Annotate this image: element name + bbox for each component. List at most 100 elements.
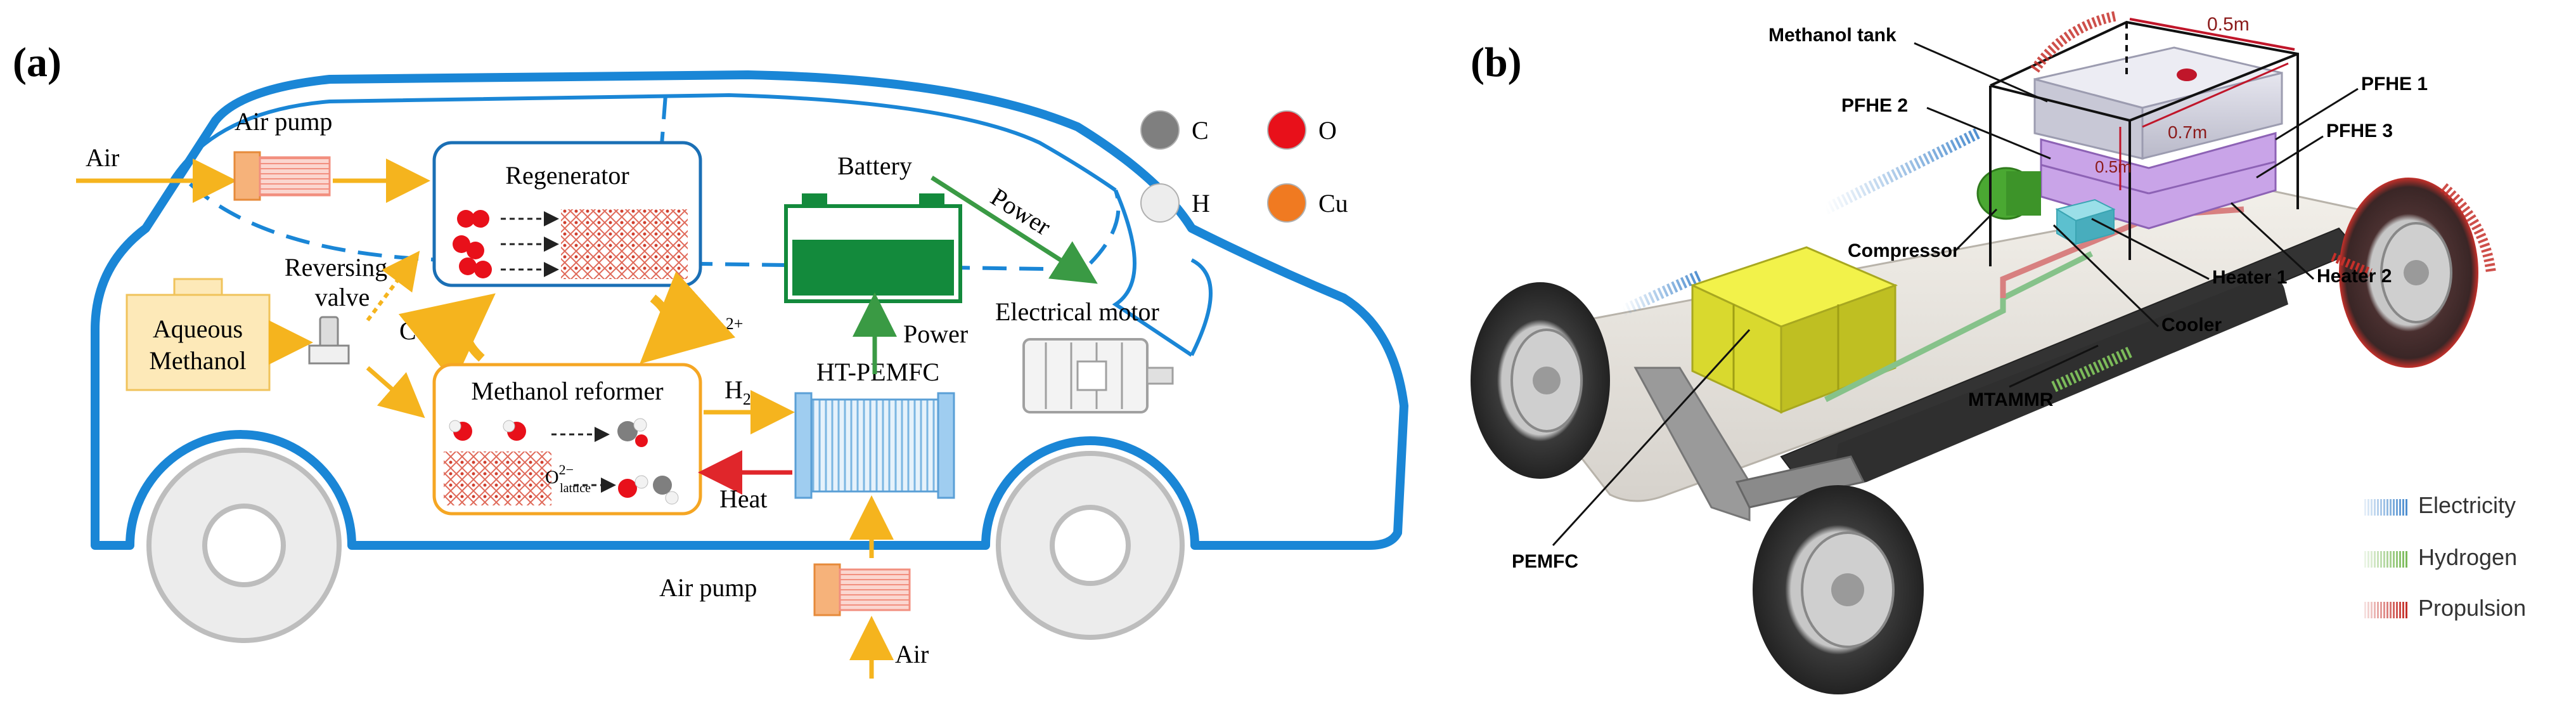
dim-07-label: 0.7m [2168, 122, 2207, 142]
dim-line-top [2129, 18, 2295, 51]
pfhe3-leader [2256, 135, 2324, 179]
methanol-tank-icon [126, 278, 271, 391]
panel-a-label: (a) [13, 39, 61, 86]
flow-legend-swatch [2390, 499, 2392, 516]
cooler-label: Cooler [2161, 315, 2222, 335]
ht-pemfc-icon [794, 392, 955, 499]
dim-05b-label: 0.5m [2095, 157, 2132, 176]
chassis-floor [1516, 189, 2369, 502]
air-bottom-label: Air [895, 640, 929, 668]
flow-legend-swatch [2386, 551, 2388, 568]
battery-icon [784, 193, 962, 303]
regenerator-reaction [453, 209, 688, 279]
power-up-label: Power [903, 320, 968, 348]
flow-legend-swatch [2396, 551, 2398, 568]
flow-legend-swatch [2364, 602, 2366, 618]
panel-b: (b) [1471, 11, 2526, 694]
flow-legend-swatch [2383, 551, 2385, 568]
flow-legend-swatch [2390, 551, 2392, 568]
atom-legend-swatch [1267, 183, 1306, 223]
propulsion-flow [2331, 252, 2373, 277]
flow-legend-swatch [2380, 602, 2382, 618]
air-pump-bottom-icon [813, 563, 911, 616]
flow-legend-swatch [2405, 551, 2407, 568]
pfhe1-leader [2275, 88, 2359, 141]
flow-legend-swatch [2402, 551, 2404, 568]
flow-legend-swatch [2399, 499, 2401, 516]
hydrogen-pipe [1824, 250, 2094, 403]
pfhe2-leader [1926, 107, 2051, 160]
front-right-wheel [1753, 485, 1924, 694]
flow-legend-swatch [2386, 499, 2388, 516]
flow-legend-swatch [2390, 602, 2392, 618]
air-pump-top-label: Air pump [235, 107, 332, 136]
compressor-block [1976, 167, 2041, 220]
valve-to-regenerator-arrow [366, 250, 420, 322]
flow-legend-swatch [2367, 499, 2369, 516]
methanol-reformer-label: Methanol reformer [471, 377, 663, 405]
flow-legend-swatch [2380, 551, 2382, 568]
compressor-label: Compressor [1848, 240, 1960, 261]
flow-legend-swatch [2399, 602, 2401, 618]
o-lattice-label: O2−lattice [545, 462, 591, 495]
dash-curve [1190, 258, 1213, 356]
flow-legend-swatch [2393, 499, 2395, 516]
electrical-motor-icon [1022, 338, 1174, 413]
pfhe1-label: PFHE 1 [2361, 74, 2428, 94]
mtammr-leader [2009, 344, 2099, 388]
atom-legend-swatch [1140, 110, 1180, 150]
pemfc-leader [1552, 328, 1751, 547]
flow-legend-swatch [2364, 499, 2366, 516]
atom-legend-label: H [1192, 189, 1210, 218]
methanol-tank-label: Methanol tank [1768, 25, 1897, 46]
electricity-flow-2 [1620, 270, 1701, 316]
regenerator-label: Regenerator [505, 161, 629, 190]
dim-line-mid [2142, 62, 2289, 128]
atom-legend-label: C [1192, 116, 1209, 145]
flow-legend-swatch [2383, 499, 2385, 516]
air-pump-top-icon [233, 151, 331, 201]
heater1-block [2055, 198, 2116, 245]
atom-legend-label: Cu [1318, 189, 1348, 218]
flow-legend-swatch [2374, 499, 2376, 516]
compressor-leader [1954, 208, 1998, 252]
aqueous-label-1: Aqueous [153, 315, 243, 343]
flow-legend-swatch [2396, 499, 2398, 516]
flow-legend-swatch [2386, 602, 2388, 618]
front-suspension [1633, 367, 1865, 522]
flow-legend-swatch [2399, 551, 2401, 568]
roof-line [169, 93, 1117, 192]
air-pump-bottom-label: Air pump [659, 573, 757, 602]
heater1-label: Heater 1 [2212, 267, 2287, 288]
flow-legend-swatch [2371, 602, 2373, 618]
electrical-motor-label: Electrical motor [995, 297, 1159, 326]
cu-label: Cu [399, 316, 429, 345]
flow-legend-swatch [2405, 602, 2407, 618]
mtammr-tube [1835, 277, 2288, 484]
aqueous-label-2: Methanol [149, 346, 246, 375]
heater1-leader [2091, 218, 2210, 280]
atom-legend: C O H Cu [1140, 110, 1348, 223]
flow-legend-swatch [2367, 602, 2369, 618]
flow-legend-swatch [2374, 551, 2376, 568]
pemfc-label: PEMFC [1512, 551, 1578, 572]
methanol-reformer-reaction: O2−lattice [444, 418, 679, 505]
mtammr-label: MTAMMR [1968, 389, 2054, 410]
flow-legend-label: Electricity [2418, 492, 2516, 518]
flow-legend-swatch [2364, 551, 2366, 568]
valve-to-reformer-arrow [366, 366, 425, 419]
heater2-leader [2230, 202, 2315, 280]
atom-legend-swatch [1267, 110, 1306, 150]
pemfc-block [1689, 246, 1898, 414]
propulsion-arc-rear [2440, 183, 2496, 274]
methanol-tank-leader [1914, 42, 2048, 103]
flow-legend-swatch [2393, 551, 2395, 568]
air-in-label: Air [86, 143, 119, 172]
atom-legend-label: O [1318, 116, 1337, 145]
propulsion-arc-top [2030, 11, 2118, 73]
flow-legend-swatch [2396, 602, 2398, 618]
flow-legend-swatch [2402, 499, 2404, 516]
heater2-label: Heater 2 [2317, 266, 2392, 287]
